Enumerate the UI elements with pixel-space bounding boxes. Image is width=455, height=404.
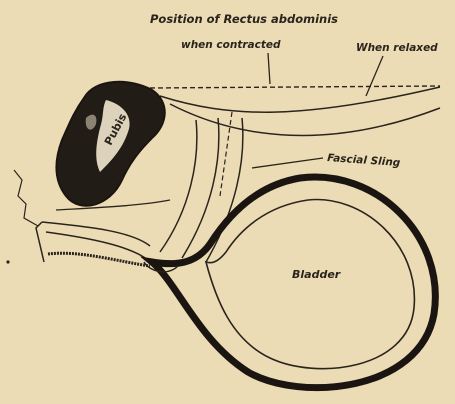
label-position-rectus: Position of Rectus abdominis [150, 12, 338, 26]
label-when-relaxed: When relaxed [356, 42, 438, 54]
label-bladder: Bladder [292, 268, 341, 281]
label-when-contracted: when contracted [181, 39, 281, 51]
stray-dot [6, 260, 9, 263]
